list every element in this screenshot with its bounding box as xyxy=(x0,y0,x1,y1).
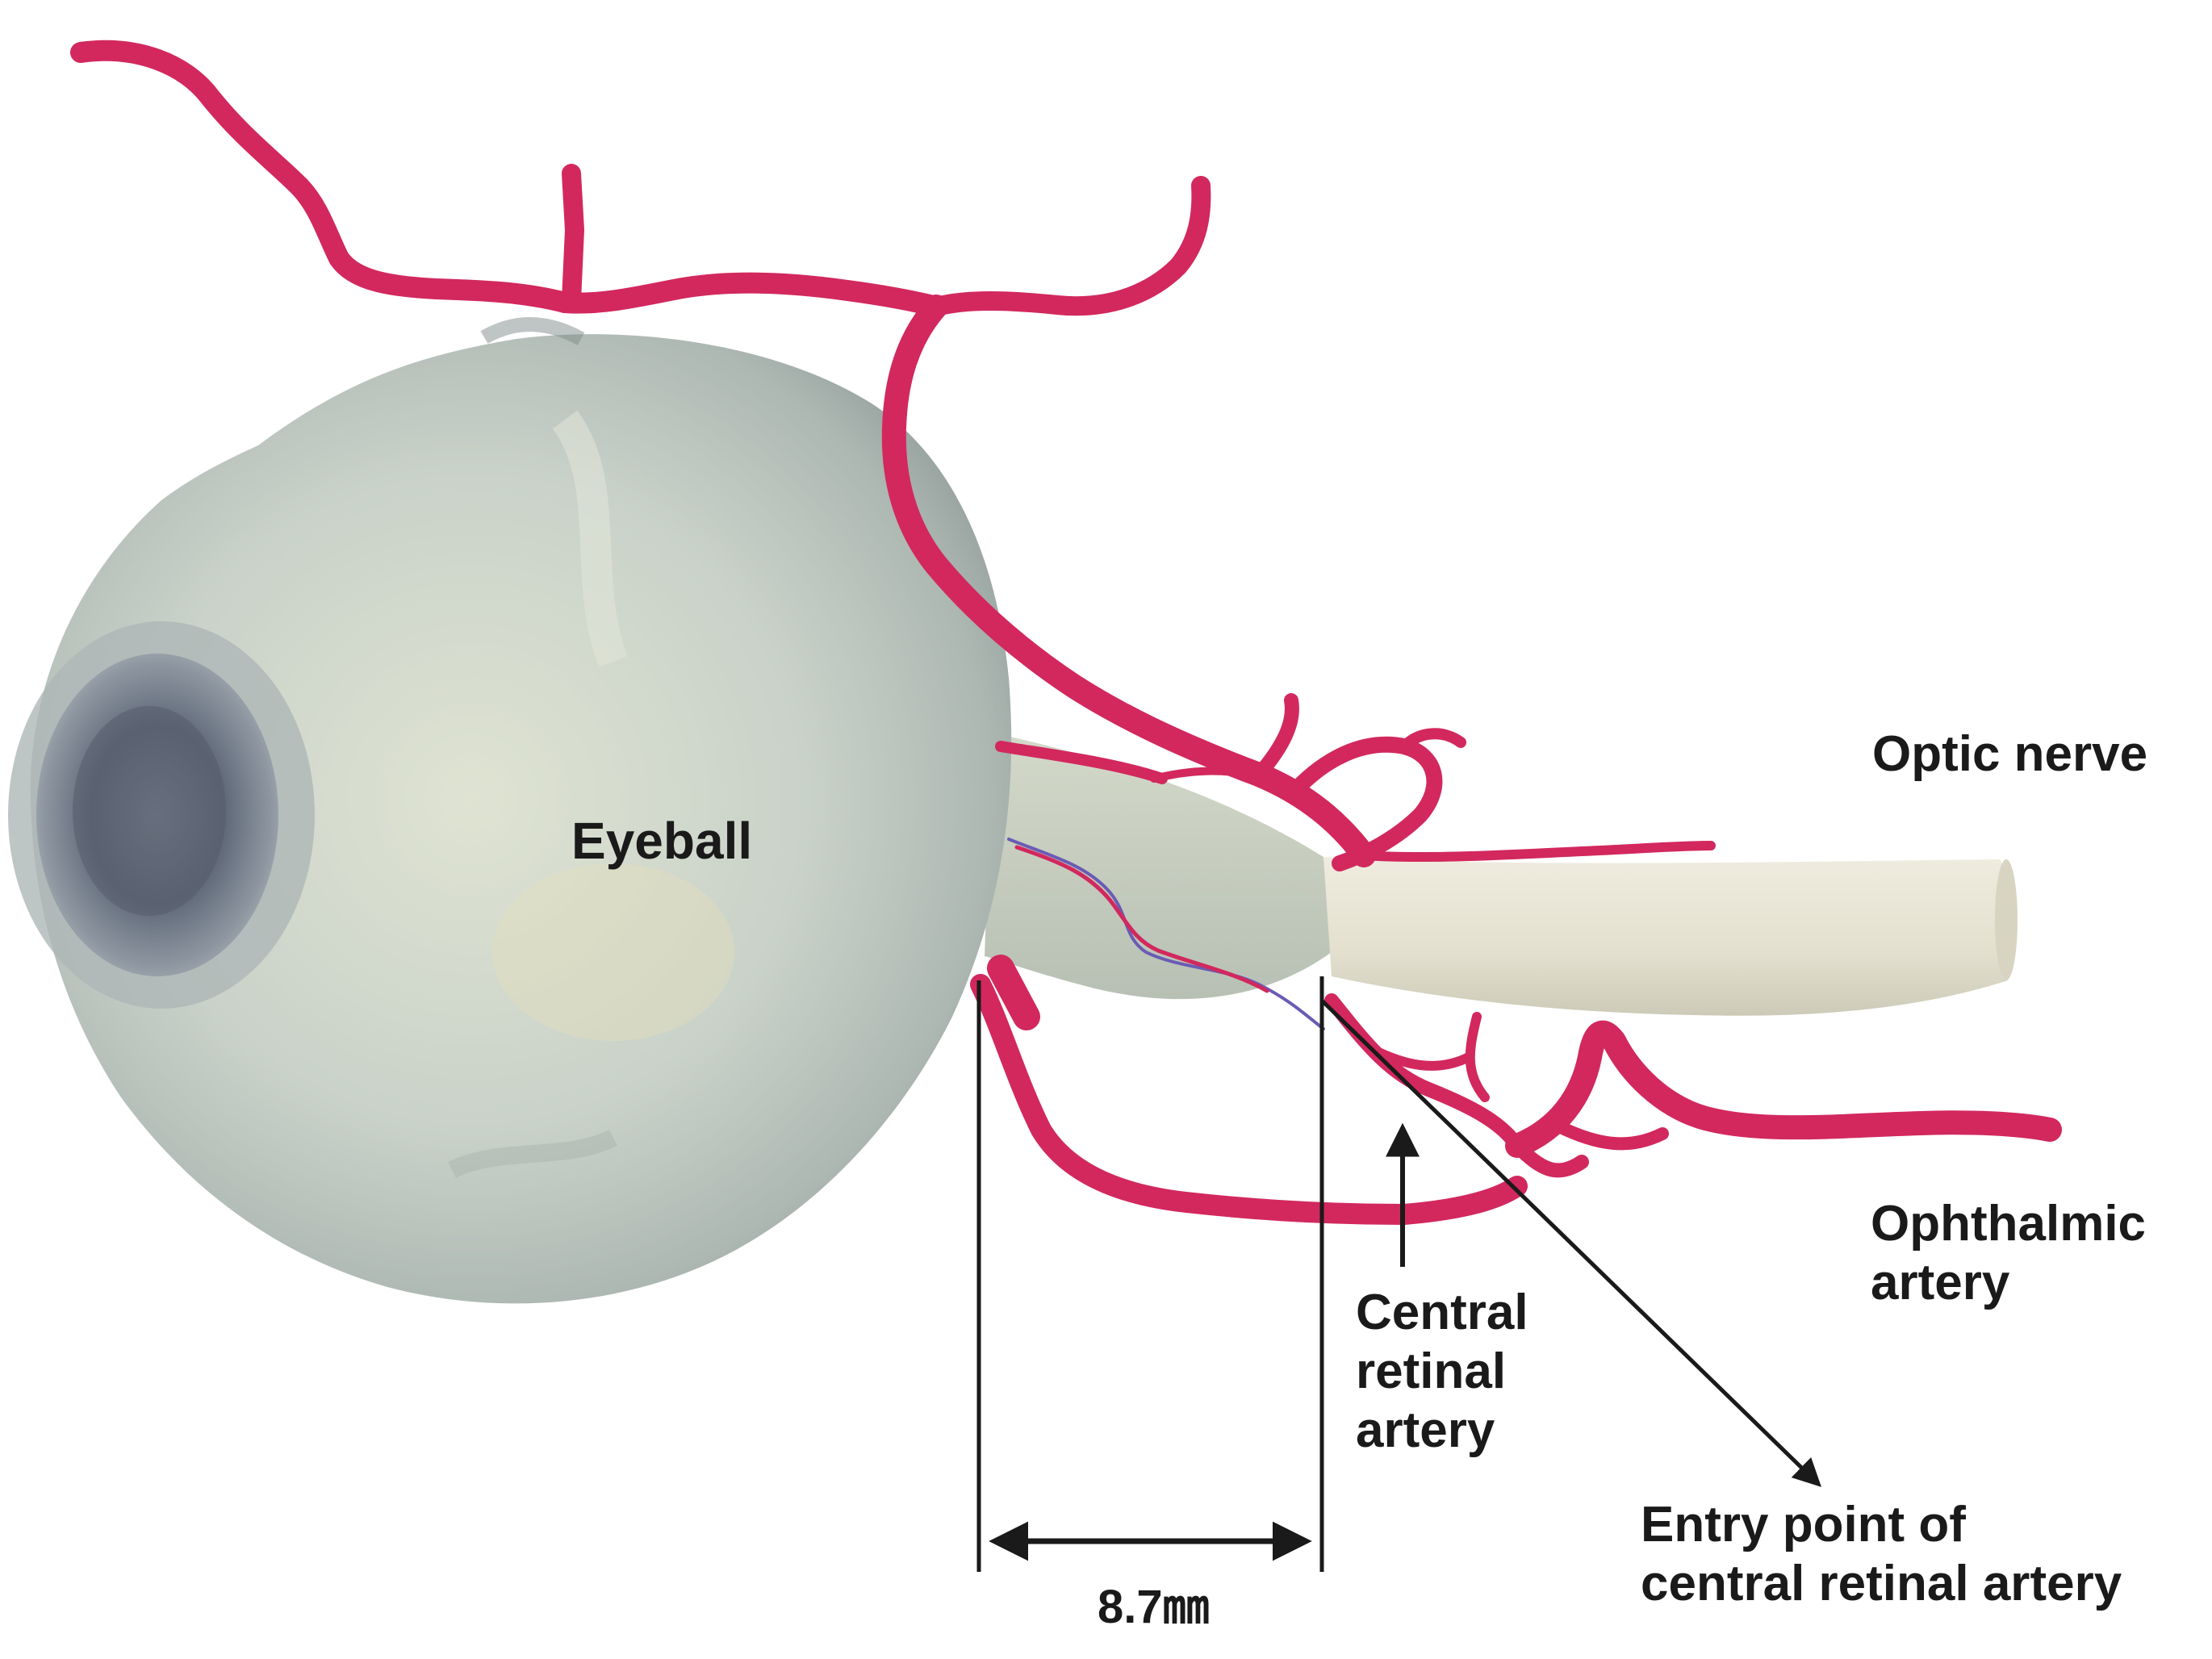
entry-point-arrow xyxy=(1320,999,1822,1487)
optic-nerve xyxy=(985,733,2018,1016)
central-retinal-artery-label-line-3: artery xyxy=(1356,1402,1495,1459)
ophthalmic-artery-label-line-1: Ophthalmic xyxy=(1871,1196,2147,1252)
annotation-lines xyxy=(976,976,1822,1572)
central-retinal-artery-label: Central retinal artery xyxy=(1356,1283,1528,1460)
ophthalmic-artery-label: Ophthalmic artery xyxy=(1871,1194,2146,1312)
entry-point-label-line-2: central retinal artery xyxy=(1641,1556,2122,1612)
optic-nerve-label: Optic nerve xyxy=(1872,726,2148,782)
central-retinal-artery-label-line-2: retinal xyxy=(1356,1343,1507,1400)
ophthalmic-artery-label-line-2: artery xyxy=(1871,1255,2010,1311)
ophthalmic-vessels xyxy=(70,40,2062,1225)
central-retinal-artery-label-line-1: Central xyxy=(1356,1285,1528,1340)
eyeball-label: Eyeball xyxy=(571,812,753,870)
entry-point-label-line-1: Entry point of xyxy=(1641,1497,1966,1552)
entry-point-label: Entry point of central retinal artery xyxy=(1641,1495,2122,1613)
distance-measurement-label: 8.7㎜ xyxy=(1098,1581,1210,1633)
eyeball xyxy=(8,317,1012,1304)
